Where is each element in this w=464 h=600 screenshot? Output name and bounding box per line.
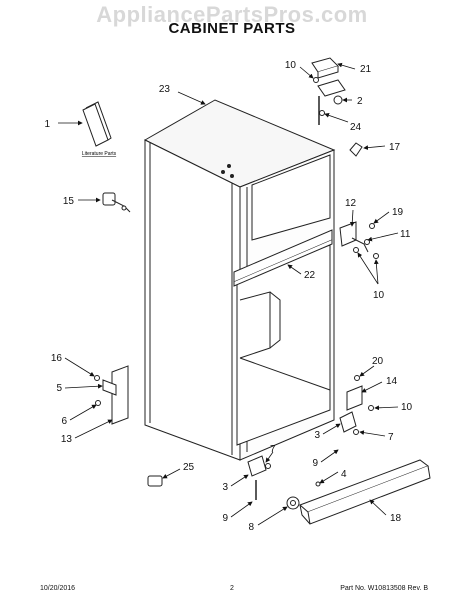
callout-23: 23 [159,84,171,95]
callout-15: 15 [63,196,75,207]
clip-part-15 [102,192,131,213]
callout-2: 2 [357,96,363,107]
callout-8: 8 [248,522,254,533]
callout-numbers: 1 15 23 10 21 2 24 17 12 19 11 10 22 16 … [44,60,412,533]
callout-17: 17 [389,142,401,153]
footer-part-number: Part No. W10813508 Rev. B [340,585,428,592]
literature-label: Literature Parts [82,151,117,157]
callout-1: 1 [44,119,50,130]
callout-20: 20 [372,356,384,367]
leveling-leg-part [147,475,163,487]
footer-page-number: 2 [230,585,234,592]
callout-21: 21 [360,64,372,75]
callout-7a: 7 [388,432,394,443]
callout-3a: 3 [314,430,320,441]
callout-10c: 10 [401,402,413,413]
callout-13: 13 [61,434,73,445]
callout-22: 22 [304,270,316,281]
leader-lines [58,62,399,526]
left-bracket-assembly [94,365,129,425]
callout-4: 4 [341,469,347,480]
callout-10a: 10 [285,60,297,71]
callout-5: 5 [56,383,62,394]
callout-11: 11 [400,229,411,240]
callout-24: 24 [350,122,362,133]
callout-19: 19 [392,207,404,218]
callout-14: 14 [386,376,398,387]
callout-16: 16 [51,353,63,364]
callout-6: 6 [61,416,67,427]
center-hinge-assembly [339,221,379,259]
footer-date: 10/20/2016 [40,585,76,592]
callout-10b: 10 [373,290,385,301]
base-grille-part [299,459,431,525]
watermark: AppliancePartsPros.com [96,2,368,27]
callout-12: 12 [345,198,357,209]
literature-booklet-part [82,101,112,147]
divider-rail-part [233,229,333,287]
cabinet [143,99,336,461]
page-title: CABINET PARTS [168,20,296,37]
callout-3b: 3 [222,482,228,493]
callout-7b: 7 [270,444,276,455]
callout-9a: 9 [312,458,318,469]
hinge-cap-part-17 [349,142,363,157]
bottom-right-hinge [339,375,374,435]
callout-18: 18 [390,513,402,524]
bottom-left-hinge [247,455,300,510]
callout-25: 25 [183,462,195,473]
callout-9b: 9 [222,513,228,524]
